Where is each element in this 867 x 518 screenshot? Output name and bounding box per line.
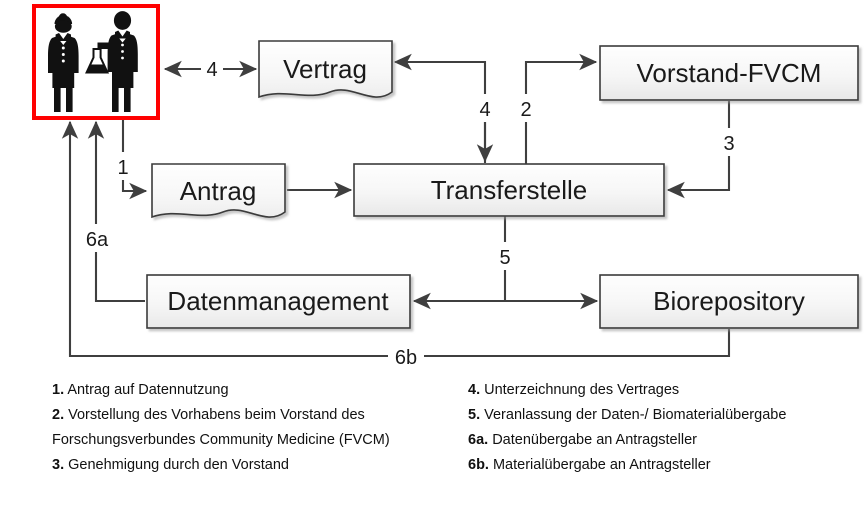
legend-item-number: 3. [52, 457, 65, 473]
edge-label-4-applicant: 4 [206, 59, 217, 81]
edge-label-5: 5 [499, 247, 510, 269]
node-biorepository[interactable] [599, 274, 859, 329]
biorepository-label: Biorepository [653, 286, 805, 316]
doctor-figure-icon [48, 13, 79, 112]
vertrag-label: Vertrag [283, 54, 367, 84]
transferstelle-box [353, 163, 665, 217]
legend-item-number: 6a. [468, 432, 489, 448]
antrag-document-shape [151, 163, 286, 219]
legend-item: 4. Unterzeichnung des Vertrages [468, 378, 863, 403]
legend-item-text: Genehmigung durch den Vorstand [64, 457, 289, 473]
node-transferstelle[interactable] [353, 163, 665, 217]
legend-item-number: 1. [52, 382, 65, 398]
legend-column-right: 4. Unterzeichnung des Vertrages 5. Veran… [468, 378, 863, 478]
legend-item-number: 4. [468, 382, 481, 398]
edge-transferstelle-vertrag [393, 53, 487, 163]
node-vertrag[interactable] [258, 40, 393, 99]
edge-datenmanagement-applicant [87, 120, 145, 303]
legend-item-number: 5. [468, 407, 481, 423]
edge-label-3: 3 [723, 133, 734, 155]
legend-item: 2. Vorstellung des Vorhabens beim Vorsta… [52, 403, 452, 453]
edge-label-layer: 4 4 2 3 1 5 6a 6b [80, 54, 740, 370]
legend-item-text: Materialübergabe an Antragsteller [488, 457, 711, 473]
legend-item: 1. Antrag auf Datennutzung [52, 378, 452, 403]
edge-applicant-antrag [121, 119, 148, 200]
edge-label-4-transferstelle: 4 [479, 99, 490, 121]
vertrag-document-shape [258, 40, 393, 99]
legend-item: 6a. Datenübergabe an Antragsteller [468, 428, 863, 453]
legend-item-number: 6b. [468, 457, 489, 473]
legend-item: 6b. Materialübergabe an Antragsteller [468, 453, 863, 478]
node-vorstand-fvcm[interactable] [599, 45, 859, 101]
edge-label-6b: 6b [395, 347, 417, 369]
legend-item: 3. Genehmigung durch den Vorstand [52, 453, 452, 478]
transferstelle-label: Transferstelle [431, 175, 588, 205]
antrag-label: Antrag [180, 176, 257, 206]
legend-item-text: Vorstellung des Vorhabens beim Vorstand … [52, 407, 390, 448]
legend-item-number: 2. [52, 407, 65, 423]
legend-item-text: Datenübergabe an Antragsteller [488, 432, 697, 448]
edge-label-2: 2 [520, 99, 531, 121]
scientist-with-flask-icon [85, 11, 138, 112]
edge-label-1: 1 [117, 157, 128, 179]
edge-label-6a: 6a [86, 229, 109, 251]
legend-column-left: 1. Antrag auf Datennutzung 2. Vorstellun… [52, 378, 452, 478]
legend-item-text: Antrag auf Datennutzung [64, 382, 229, 398]
edge-transferstelle-vorstand [524, 53, 598, 164]
node-datenmanagement[interactable] [146, 274, 411, 329]
node-antrag[interactable] [151, 163, 286, 219]
node-applicant[interactable] [32, 4, 160, 120]
vorstand-fvcm-label: Vorstand-FVCM [637, 58, 822, 88]
vorstand-fvcm-box [599, 45, 859, 101]
datenmanagement-box [146, 274, 411, 329]
legend-item: 5. Veranlassung der Daten-/ Biomaterialü… [468, 403, 863, 428]
legend-item-text: Unterzeichnung des Vertrages [480, 382, 680, 398]
process-flow-diagram: Vertrag Antrag Transferstelle Vorstand-F… [32, 4, 859, 370]
legend: 1. Antrag auf Datennutzung 2. Vorstellun… [0, 374, 867, 518]
datenmanagement-label: Datenmanagement [167, 286, 389, 316]
biorepository-box [599, 274, 859, 329]
legend-item-text: Veranlassung der Daten-/ Biomaterialüber… [480, 407, 787, 423]
